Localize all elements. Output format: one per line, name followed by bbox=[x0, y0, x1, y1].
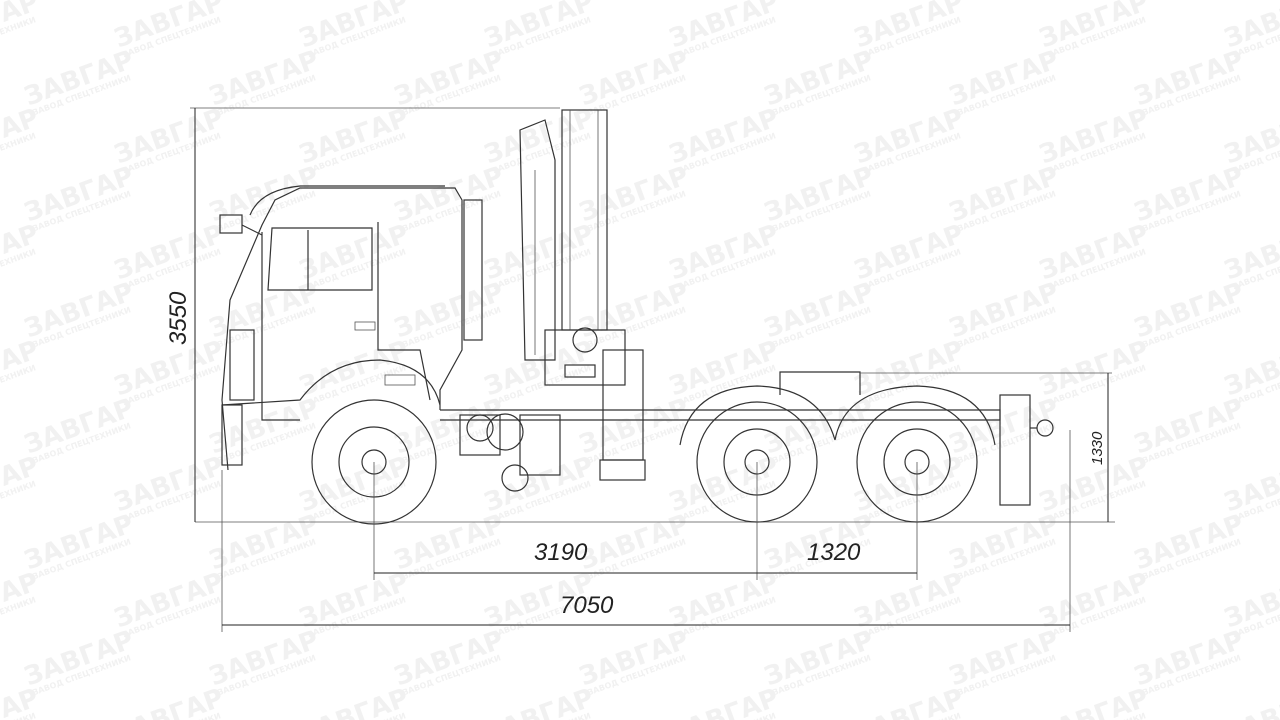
axle-spacing-label: 1320 bbox=[807, 539, 861, 566]
length-dimension: 7050 bbox=[221, 430, 1071, 632]
fifth-wheel-height-label: 1330 bbox=[1089, 431, 1106, 465]
wheelbase-dimensions: 3190 1320 bbox=[373, 462, 918, 580]
exhaust-stack bbox=[463, 199, 483, 341]
cab bbox=[219, 185, 463, 471]
height-label: 3550 bbox=[165, 291, 192, 345]
height-dimension: 3550 bbox=[165, 107, 560, 522]
crane bbox=[519, 109, 644, 461]
chassis bbox=[440, 371, 1054, 506]
length-label: 7050 bbox=[560, 592, 614, 619]
wheelbase-label: 3190 bbox=[534, 539, 588, 566]
fifth-wheel-height-dimension: 1330 bbox=[860, 372, 1112, 522]
